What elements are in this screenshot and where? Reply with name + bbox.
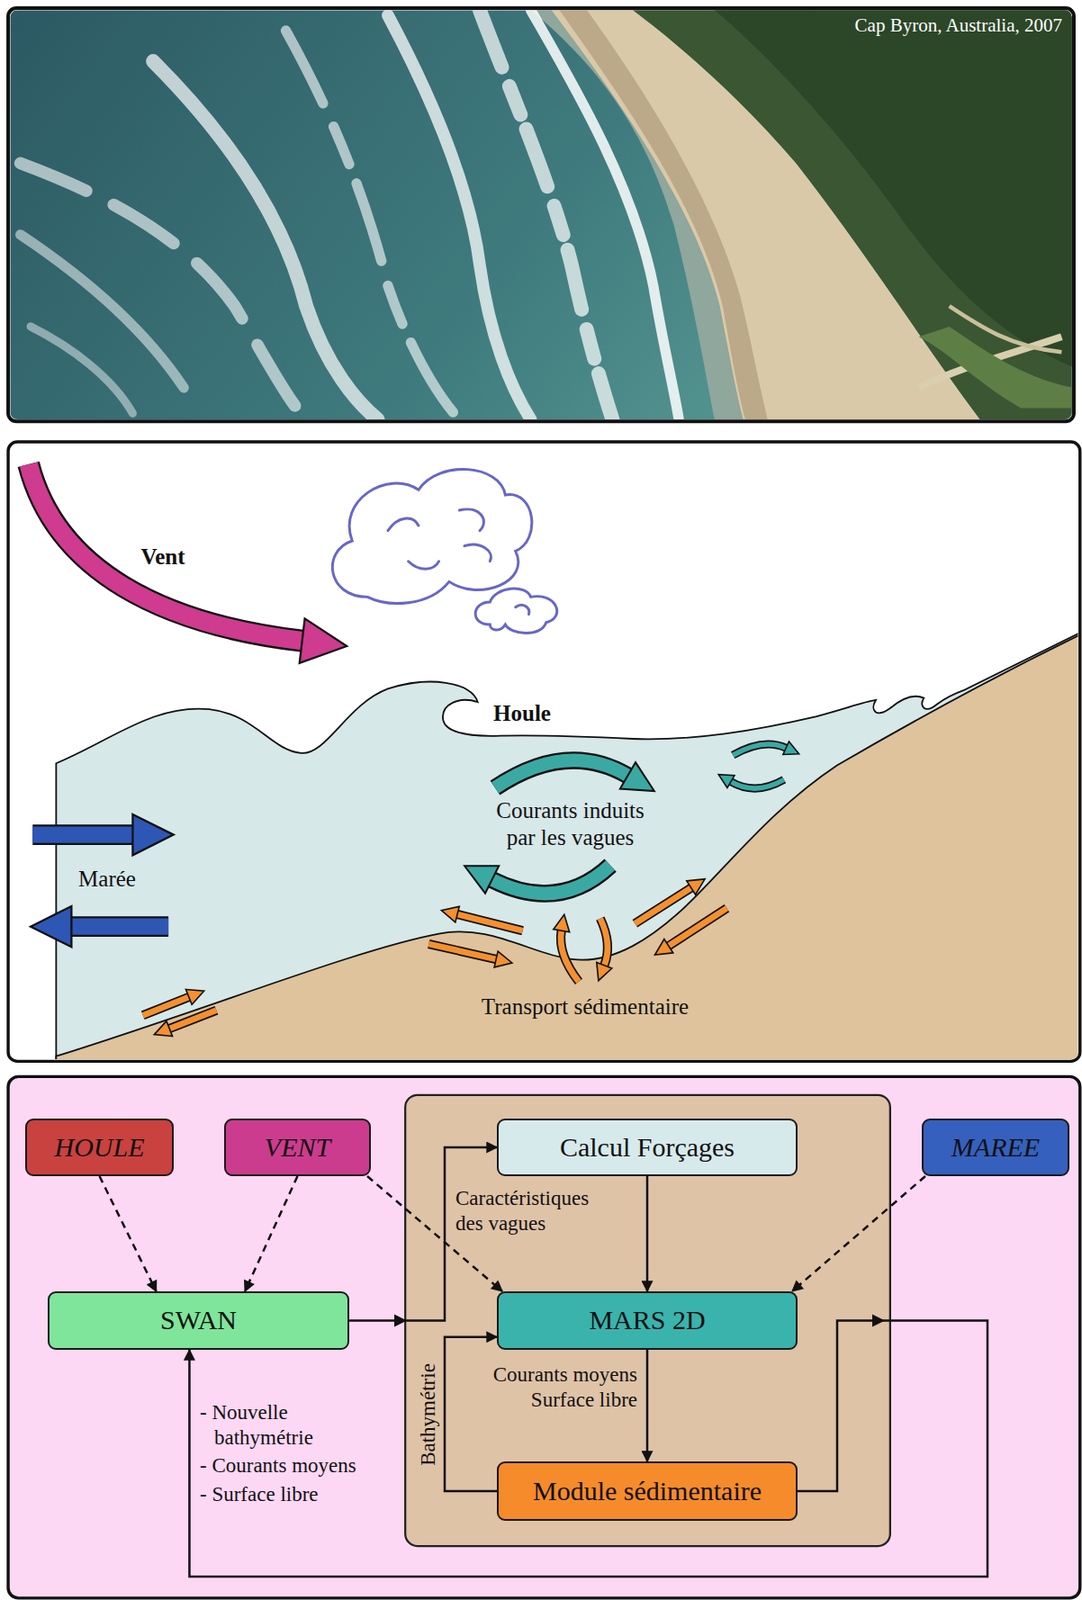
- edge-label: Courants moyens Surface libre: [472, 1362, 640, 1413]
- model-box: SWAN: [47, 1291, 350, 1351]
- vegetation: [919, 326, 1073, 409]
- panel-frame: [8, 441, 1081, 1062]
- input-box: VENT: [224, 1118, 371, 1177]
- flow-arrow: [189, 1321, 988, 1578]
- node-label: MAREE: [951, 1132, 1040, 1164]
- sea-water: [55, 632, 1078, 1060]
- forcing-arrow: [792, 1176, 926, 1292]
- panel-ground: [8, 1076, 1081, 1598]
- list-item: - Nouvelle bathymétrie: [199, 1400, 371, 1451]
- list-item: - Surface libre: [199, 1482, 371, 1508]
- input-box: HOULE: [25, 1118, 174, 1177]
- flow-arrow: [444, 1337, 497, 1492]
- force-label: Houle: [477, 700, 568, 728]
- node-label: Calcul Forçages: [559, 1132, 735, 1164]
- photo-credit: Cap Byron, Australia, 2007: [774, 14, 1063, 37]
- node-label: Module sédimentaire: [532, 1476, 762, 1508]
- seabed: [55, 634, 1078, 1060]
- list-item: - Courants moyens: [199, 1453, 371, 1479]
- node-label: SWAN: [160, 1305, 237, 1337]
- node-label: VENT: [264, 1132, 331, 1164]
- panel-ground: [8, 441, 1081, 1062]
- breaking-waves: [20, 9, 679, 420]
- model-group-frame: [405, 1095, 891, 1547]
- node-label: MARS 2D: [588, 1305, 705, 1337]
- edge-label: Caractéristiques des vagues: [453, 1186, 607, 1236]
- panel-frame: [8, 8, 1074, 422]
- wind-arrow: [28, 464, 303, 641]
- coast-photo: [9, 9, 1072, 420]
- coastal-schematic: [28, 464, 1079, 1060]
- force-label: Marée: [62, 865, 153, 893]
- model-box: MARS 2D: [496, 1291, 798, 1351]
- forcing-arrow: [244, 1176, 298, 1292]
- forcing-arrow: [99, 1176, 157, 1292]
- arrow-head: [394, 1315, 407, 1328]
- flow-arrow: [646, 1176, 650, 1292]
- process-label: Courants induits par les vagues: [486, 797, 654, 852]
- process-box: Calcul Forçages: [496, 1118, 798, 1177]
- clouds: [332, 468, 557, 633]
- forest: [714, 9, 1073, 368]
- process-label: Transport sédimentaire: [441, 993, 730, 1021]
- tide-arrows: [32, 835, 169, 928]
- edge-label: Bathymétrie: [415, 1361, 442, 1469]
- force-label: Vent: [117, 543, 208, 571]
- model-box: Module sédimentaire: [496, 1461, 798, 1522]
- node-label: HOULE: [54, 1132, 145, 1164]
- vegetation: [632, 9, 1073, 420]
- flow-arrow: [646, 1350, 650, 1462]
- arrow-head: [872, 1315, 885, 1328]
- input-box: MAREE: [921, 1118, 1070, 1177]
